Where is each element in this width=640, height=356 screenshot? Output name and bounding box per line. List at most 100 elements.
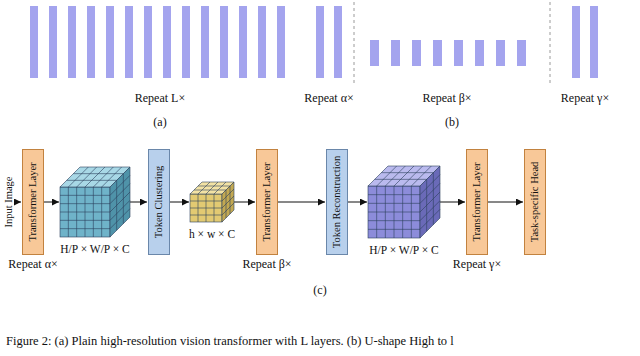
figure-caption: Figure 2: (a) Plain high-resolution visi… — [6, 334, 454, 348]
tensor-cube — [190, 182, 234, 222]
panel-label: (b) — [445, 116, 459, 130]
cube-grid — [368, 229, 420, 230]
cube-grid — [110, 192, 130, 212]
repeat-label: Repeat L× — [135, 92, 185, 106]
low-res-bar — [391, 40, 400, 66]
layer-bar — [334, 6, 342, 78]
cube-grid — [377, 166, 397, 186]
cube-grid — [411, 186, 412, 238]
dimension-label: H/P × W/P × C — [60, 243, 129, 256]
cube-grid — [110, 209, 130, 229]
box-title: Token Reconstruction — [331, 156, 343, 248]
process-box: Transformer LayerRepeat α× — [22, 149, 44, 255]
process-box: Transformer LayerRepeat β× — [256, 149, 278, 255]
cube-side — [222, 182, 234, 222]
cube-grid — [368, 220, 420, 221]
stage-divider — [550, 2, 551, 84]
cube-front — [368, 186, 420, 238]
cube-grid — [420, 183, 440, 203]
process-box: Token Reconstruction — [326, 149, 348, 255]
cube-grid — [190, 208, 222, 209]
cube-illustration — [60, 167, 130, 237]
cube-grid — [93, 187, 94, 237]
cube-grid — [375, 179, 427, 180]
tensor-node: H/P × W/P × C — [368, 166, 440, 238]
box-title: Transformer Layer — [261, 162, 273, 241]
cube-grid — [60, 220, 110, 221]
cube-side — [110, 167, 130, 237]
box-title: Task-specific Head — [529, 162, 541, 243]
cube-grid — [222, 196, 234, 208]
cube-side — [420, 166, 440, 238]
cube-grid — [67, 180, 117, 181]
dimension-label: h × w × C — [189, 228, 235, 241]
cube-illustration — [190, 182, 234, 222]
cube-grid — [420, 209, 440, 229]
low-res-bar — [370, 40, 379, 66]
cube-illustration — [368, 166, 440, 238]
tensor-node: H/P × W/P × C — [60, 167, 130, 237]
cube-grid — [402, 186, 403, 238]
cube-grid — [214, 182, 226, 194]
ushape-layer-bars — [316, 6, 598, 78]
process-box: Token Clustering — [148, 149, 170, 255]
cube-grid — [420, 192, 440, 212]
cube-grid — [381, 172, 433, 173]
layer-bar — [239, 6, 247, 78]
flow-arrow — [170, 202, 189, 203]
repeat-label: Repeat α× — [304, 92, 353, 106]
plain-layer-bars — [30, 6, 285, 78]
flow-arrow — [348, 202, 367, 203]
process-box: Task-specific Head — [524, 149, 546, 255]
cube-grid — [190, 215, 222, 216]
box-title: Token Clustering — [153, 166, 165, 238]
cube-grid — [110, 175, 130, 195]
flow-arrow — [234, 202, 255, 203]
cube-grid — [426, 179, 427, 231]
layer-bar — [106, 6, 114, 78]
layer-bar — [258, 6, 266, 78]
cube-grid — [60, 212, 110, 213]
layer-bar — [144, 6, 152, 78]
flow-arrow — [440, 202, 465, 203]
low-res-bar — [412, 40, 421, 66]
cube-grid — [60, 228, 110, 229]
cube-grid — [85, 167, 105, 187]
layer-bar — [30, 6, 38, 78]
layer-bar — [316, 6, 324, 78]
repeat-label: Repeat β× — [242, 258, 291, 272]
cube-grid — [385, 166, 405, 186]
layer-bar — [68, 6, 76, 78]
cube-grid — [102, 167, 122, 187]
layer-bar — [277, 6, 285, 78]
cube-grid — [77, 167, 97, 187]
flow-arrow — [44, 202, 59, 203]
cube-grid — [368, 212, 420, 213]
cube-grid — [226, 190, 227, 218]
cube-front — [190, 194, 222, 222]
layer-bar — [201, 6, 209, 78]
cube-grid — [403, 166, 423, 186]
cube-grid — [214, 194, 215, 222]
flow-arrow — [488, 202, 523, 203]
flow-arrow — [130, 202, 147, 203]
input-arrow — [15, 202, 21, 203]
cube-grid — [101, 187, 102, 237]
layer-bar — [220, 6, 228, 78]
repeat-label: Repeat α× — [8, 258, 57, 272]
tensor-node: h × w × C — [190, 182, 234, 222]
box-title: Transformer Layer — [471, 162, 483, 241]
panel-label: (c) — [313, 284, 326, 298]
cube-grid — [110, 184, 130, 204]
cube-grid — [93, 167, 113, 187]
layer-bar — [163, 6, 171, 78]
stage-divider — [354, 2, 355, 84]
dimension-label: H/P × W/P × C — [369, 244, 438, 257]
panel-label: (a) — [153, 116, 166, 130]
cube-grid — [73, 173, 123, 174]
low-res-bar — [475, 40, 484, 66]
cube-front — [60, 187, 110, 237]
low-res-bar — [454, 40, 463, 66]
cube-grid — [433, 173, 434, 225]
